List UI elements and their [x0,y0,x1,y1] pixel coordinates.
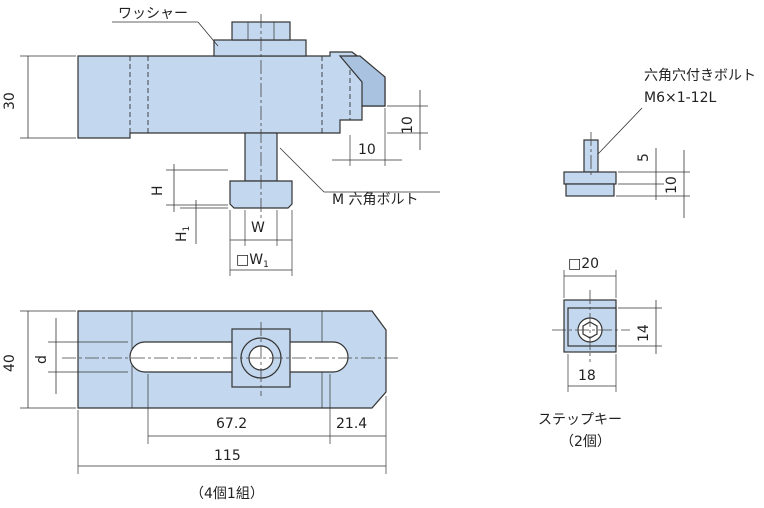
hex-bolt-label: M 六角ボルト [332,192,419,208]
dim-30-text: 30 [2,92,18,110]
dim-W: W [230,210,292,246]
dim-5: 5 [618,148,664,200]
dim-H: H [150,164,228,212]
dim-d: d [34,318,128,394]
dim-10-h-text: 10 [358,142,376,158]
dim-20-box: □20 [563,256,617,298]
dim-14: 14 [618,300,662,354]
dim-40-text: 40 [2,354,18,372]
dim-W1-text: □W1 [236,252,269,270]
step-key-top-view [552,290,630,362]
clamp-top-view [62,310,400,409]
dim-21-4: 21.4 [330,396,387,474]
dim-67-2: 67.2 [147,374,331,444]
dim-d-text: d [34,355,50,364]
dim-18-text: 18 [578,368,596,384]
dim-20-text: □20 [568,256,599,272]
clamp-front-view [77,14,386,218]
dim-40: 40 [2,310,76,409]
dim-10-v-text: 10 [400,116,416,134]
dim-W-text: W [251,220,265,236]
dim-21-4-text: 21.4 [336,416,367,432]
dim-5-text: 5 [636,153,652,162]
dim-H1-text: H1 [174,226,192,242]
dim-115: 115 [77,410,386,474]
socket-bolt-spec: M6×1-12L [644,90,716,106]
dim-W1: □W1 [229,210,293,276]
hex-bolt-callout: M 六角ボルト [279,147,440,208]
dim-18: 18 [567,354,617,392]
step-key-qty: （2個） [560,434,611,450]
washer-callout: ワッシャー [112,6,219,47]
step-key-label: ステップキー [538,412,622,428]
dim-30: 30 [2,55,76,139]
step-key-side-view [563,132,617,197]
dim-14-text: 14 [636,324,652,342]
set-note: （4個1組） [190,486,264,502]
dim-10-key-text: 10 [664,176,680,194]
dim-10-horizontal: 10 [332,108,402,166]
dim-H1: H1 [174,200,228,244]
dim-H-text: H [150,185,166,196]
socket-bolt-name: 六角穴付きボルト [644,68,756,84]
washer-label: ワッシャー [118,6,188,22]
dim-115-text: 115 [214,448,241,464]
socket-bolt-callout: 六角穴付きボルト M6×1-12L [597,68,756,155]
dim-67-2-text: 67.2 [216,416,247,432]
dim-10-vertical: 10 [387,90,428,150]
dim-10-key: 10 [616,150,690,218]
